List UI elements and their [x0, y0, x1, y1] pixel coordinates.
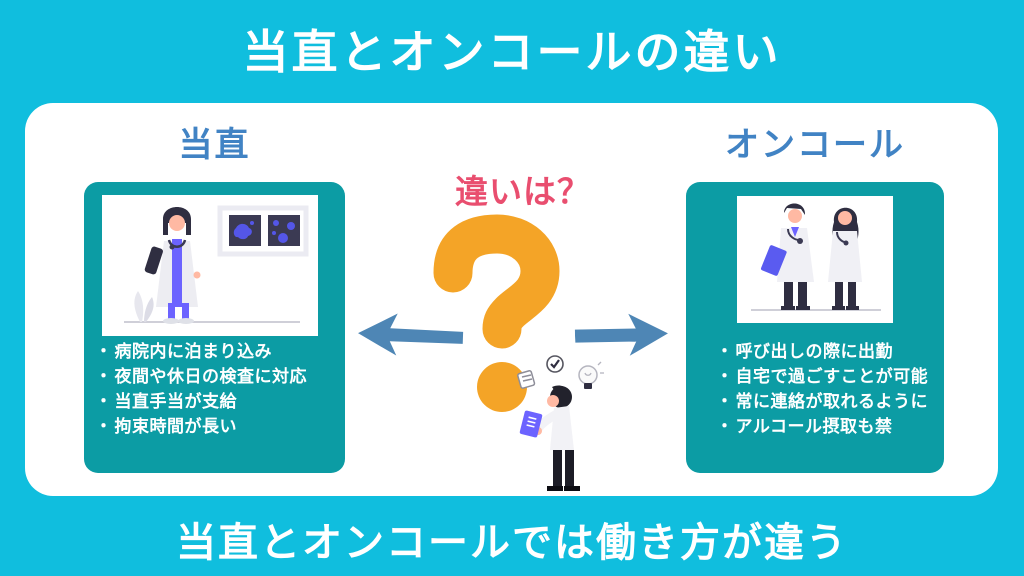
bullet-text: 当直手当が支給 — [114, 392, 237, 411]
night-duty-card: ・病院内に泊まり込み ・夜間や休日の検査に対応 ・当直手当が支給 ・拘束時間が長… — [84, 182, 345, 473]
list-item: ・当直手当が支給 — [95, 389, 307, 414]
night-duty-bullet-list: ・病院内に泊まり込み ・夜間や休日の検査に対応 ・当直手当が支給 ・拘束時間が長… — [95, 339, 307, 439]
on-call-card: ・呼び出しの際に出勤 ・自宅で過ごすことが可能 ・常に連絡が取れるように ・アル… — [686, 182, 944, 473]
page-title: 当直とオンコールの違い — [242, 26, 782, 78]
arrow-left-icon — [358, 313, 464, 356]
list-item: ・自宅で過ごすことが可能 — [716, 364, 928, 389]
bullet-dot: ・ — [716, 342, 734, 361]
bullet-text: アルコール摂取も禁 — [735, 417, 893, 436]
bullet-dot: ・ — [95, 342, 113, 361]
person-reading-icon — [517, 355, 604, 491]
list-item: ・常に連絡が取れるように — [716, 389, 928, 414]
doctor-xray-icon — [124, 205, 309, 324]
bullet-dot: ・ — [95, 392, 113, 411]
bullet-text: 呼び出しの際に出勤 — [735, 342, 893, 361]
bullet-dot: ・ — [716, 392, 734, 411]
list-item: ・アルコール摂取も禁 — [716, 414, 928, 439]
bullet-text: 自宅で過ごすことが可能 — [735, 367, 929, 386]
footer-caption: 当直とオンコールでは働き方が違う — [176, 521, 848, 565]
female-doctor-with-xray-illustration — [102, 195, 318, 336]
on-call-bullet-list: ・呼び出しの際に出勤 ・自宅で過ごすことが可能 ・常に連絡が取れるように ・アル… — [716, 339, 928, 439]
bullet-dot: ・ — [95, 417, 113, 436]
list-item: ・拘束時間が長い — [95, 414, 307, 439]
lightbulb-icon — [578, 361, 604, 389]
bullet-text: 常に連絡が取れるように — [735, 392, 928, 411]
list-item: ・夜間や休日の検査に対応 — [95, 364, 307, 389]
man-reading-book-illustration — [508, 351, 622, 495]
bullet-text: 拘束時間が長い — [114, 417, 237, 436]
list-item: ・病院内に泊まり込み — [95, 339, 307, 364]
bullet-text: 病院内に泊まり込み — [114, 342, 272, 361]
night-duty-heading: 当直 — [178, 126, 251, 164]
bullet-dot: ・ — [95, 367, 113, 386]
question-mark-graphic — [433, 214, 560, 412]
content-panel: 当直 オンコール — [25, 103, 998, 496]
memo-icon — [517, 370, 536, 389]
question-label: 違いは？ — [455, 173, 591, 210]
bullet-dot: ・ — [716, 367, 734, 386]
two-doctors-icon — [751, 203, 881, 311]
bullet-dot: ・ — [716, 417, 734, 436]
check-circle-icon — [546, 355, 564, 373]
list-item: ・呼び出しの際に出勤 — [716, 339, 928, 364]
two-doctors-standing-illustration — [737, 196, 893, 323]
bullet-text: 夜間や休日の検査に対応 — [114, 367, 307, 386]
arrow-right-icon — [574, 313, 668, 356]
on-call-heading: オンコール — [725, 126, 905, 164]
